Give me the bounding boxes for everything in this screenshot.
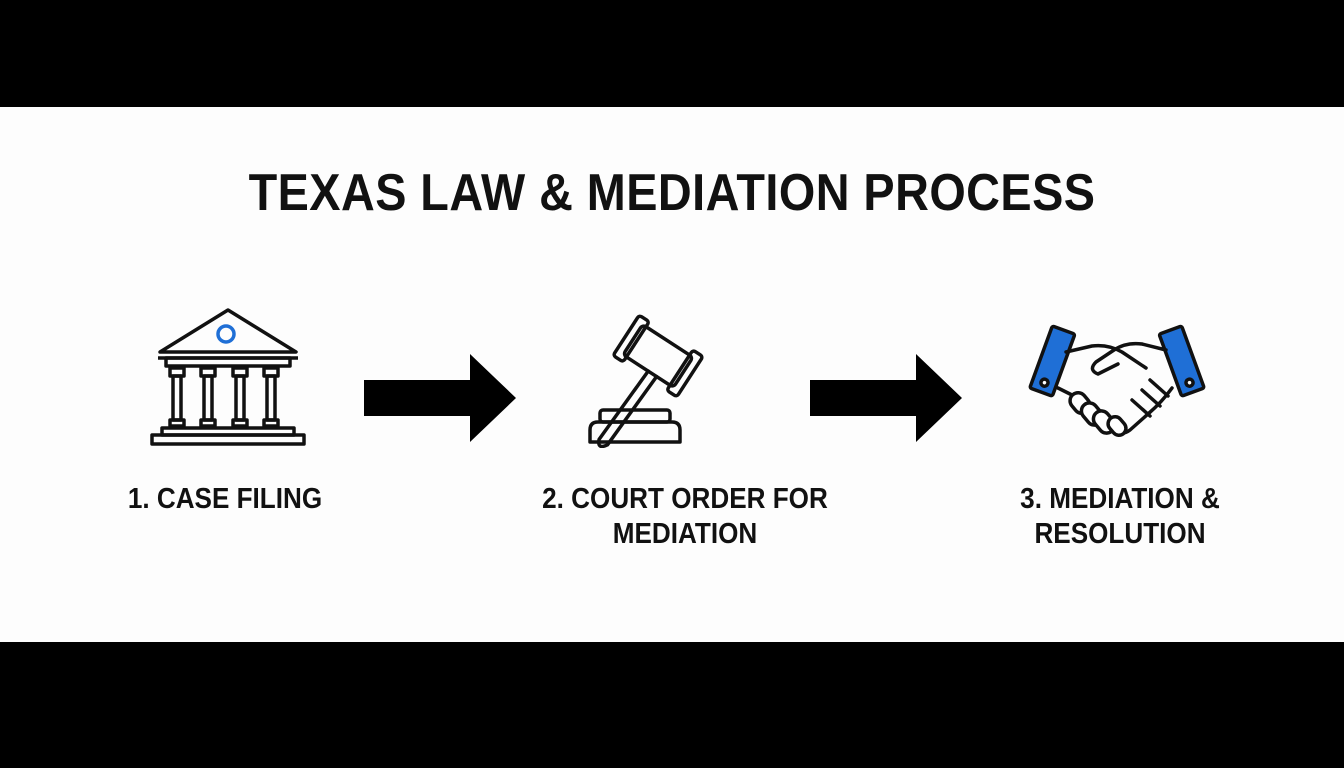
gavel-icon (588, 314, 704, 448)
letterbox-top (0, 0, 1344, 107)
step-2-label-line2: MEDIATION (612, 518, 758, 550)
diagram-title: TEXAS LAW & MEDIATION PROCESS (248, 164, 1096, 222)
step-3-label-line2: RESOLUTION (1034, 518, 1206, 550)
step-1-label: 1. CASE FILING (86, 482, 365, 517)
arrow-right-icon (364, 354, 516, 442)
handshake-icon (1028, 324, 1206, 438)
step-3-label: 3. MEDIATION & RESOLUTION (976, 482, 1264, 552)
letterbox-bottom (0, 642, 1344, 768)
step-3-label-line1: 3. MEDIATION & (1020, 483, 1220, 515)
courthouse-icon (150, 308, 306, 446)
arrow-right-icon (810, 354, 962, 442)
diagram-panel (0, 107, 1344, 642)
step-2-label: 2. COURT ORDER FOR MEDIATION (519, 482, 852, 552)
step-1-label-text: 1. CASE FILING (127, 483, 323, 515)
step-2-label-line1: 2. COURT ORDER FOR (542, 483, 828, 515)
